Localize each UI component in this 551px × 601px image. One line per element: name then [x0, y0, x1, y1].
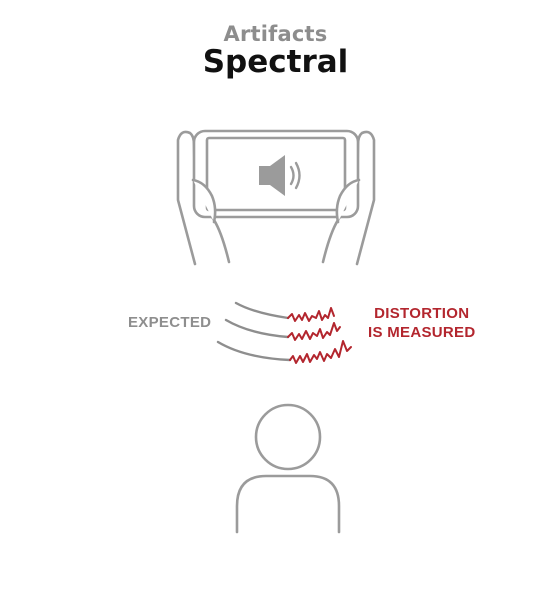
distortion-wave-2: [287, 322, 341, 341]
distortion-label: DISTORTION IS MEASURED: [368, 304, 475, 342]
expected-waves: [216, 301, 292, 362]
title-block: Artifacts Spectral: [0, 22, 551, 79]
speaker-icon: [259, 155, 301, 196]
distortion-wave-3: [289, 340, 352, 364]
person-body: [235, 474, 341, 534]
diagram-title: Spectral: [202, 44, 349, 80]
expected-wave-1: [234, 301, 290, 320]
expected-label: EXPECTED: [128, 314, 212, 331]
person-head: [254, 403, 322, 471]
hands-icon: [176, 130, 376, 266]
distortion-wave-1: [287, 307, 335, 322]
expected-wave-3: [216, 340, 292, 362]
diagram-subtitle: Artifacts: [223, 22, 328, 46]
fingers: [191, 178, 361, 224]
distortion-label-line1: DISTORTION: [374, 305, 470, 322]
expected-wave-2: [224, 318, 290, 339]
distortion-label-line2: IS MEASURED: [368, 324, 476, 341]
distortion-waves: [287, 307, 352, 364]
person-icon: [235, 403, 341, 534]
